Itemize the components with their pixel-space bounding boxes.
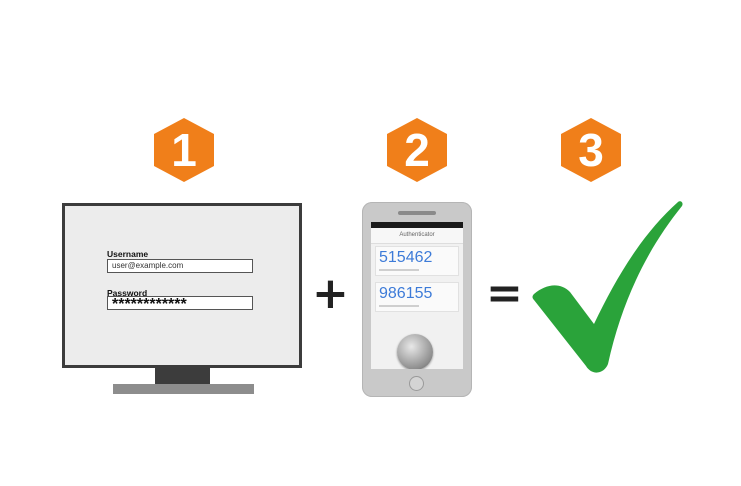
- equals-sign: =: [486, 268, 523, 319]
- app-title: Authenticator: [371, 228, 463, 244]
- auth-code: 986155: [379, 285, 433, 302]
- username-field[interactable]: user@example.com: [107, 259, 253, 273]
- plus-sign: +: [312, 268, 349, 319]
- code-card: 986155: [375, 282, 459, 312]
- password-field[interactable]: ************: [107, 296, 253, 313]
- password-label: Password: [107, 288, 148, 298]
- hexagon-icon: [387, 118, 447, 182]
- step-number: 3: [578, 124, 604, 176]
- code-card: 515462: [375, 246, 459, 276]
- auth-code: 515462: [379, 249, 433, 266]
- checkmark-icon: [532, 201, 683, 373]
- hexagon-icon: [154, 118, 214, 182]
- phone-speaker: [398, 211, 436, 215]
- step-number: 1: [171, 124, 197, 176]
- step-number: 2: [404, 124, 430, 176]
- status-bar: [371, 222, 463, 228]
- account-line: [379, 305, 419, 307]
- phone-screen: Authenticator 515462 986155: [371, 222, 463, 369]
- smartphone-icon: Authenticator 515462 986155: [362, 202, 472, 397]
- monitor-icon: Username user@example.com Password *****…: [62, 203, 302, 368]
- username-label: Username: [107, 249, 149, 259]
- hexagon-icon: [561, 118, 621, 182]
- login-screen: Username user@example.com Password *****…: [65, 206, 299, 365]
- authenticator-logo-icon: [397, 334, 433, 369]
- step-2-badge: 2: [386, 117, 448, 183]
- home-button: [409, 376, 424, 391]
- step-1-badge: 1: [153, 117, 215, 183]
- monitor-stand-neck: [155, 368, 210, 384]
- account-line: [379, 269, 419, 271]
- step-3-badge: 3: [560, 117, 622, 183]
- monitor-stand-base: [113, 384, 254, 394]
